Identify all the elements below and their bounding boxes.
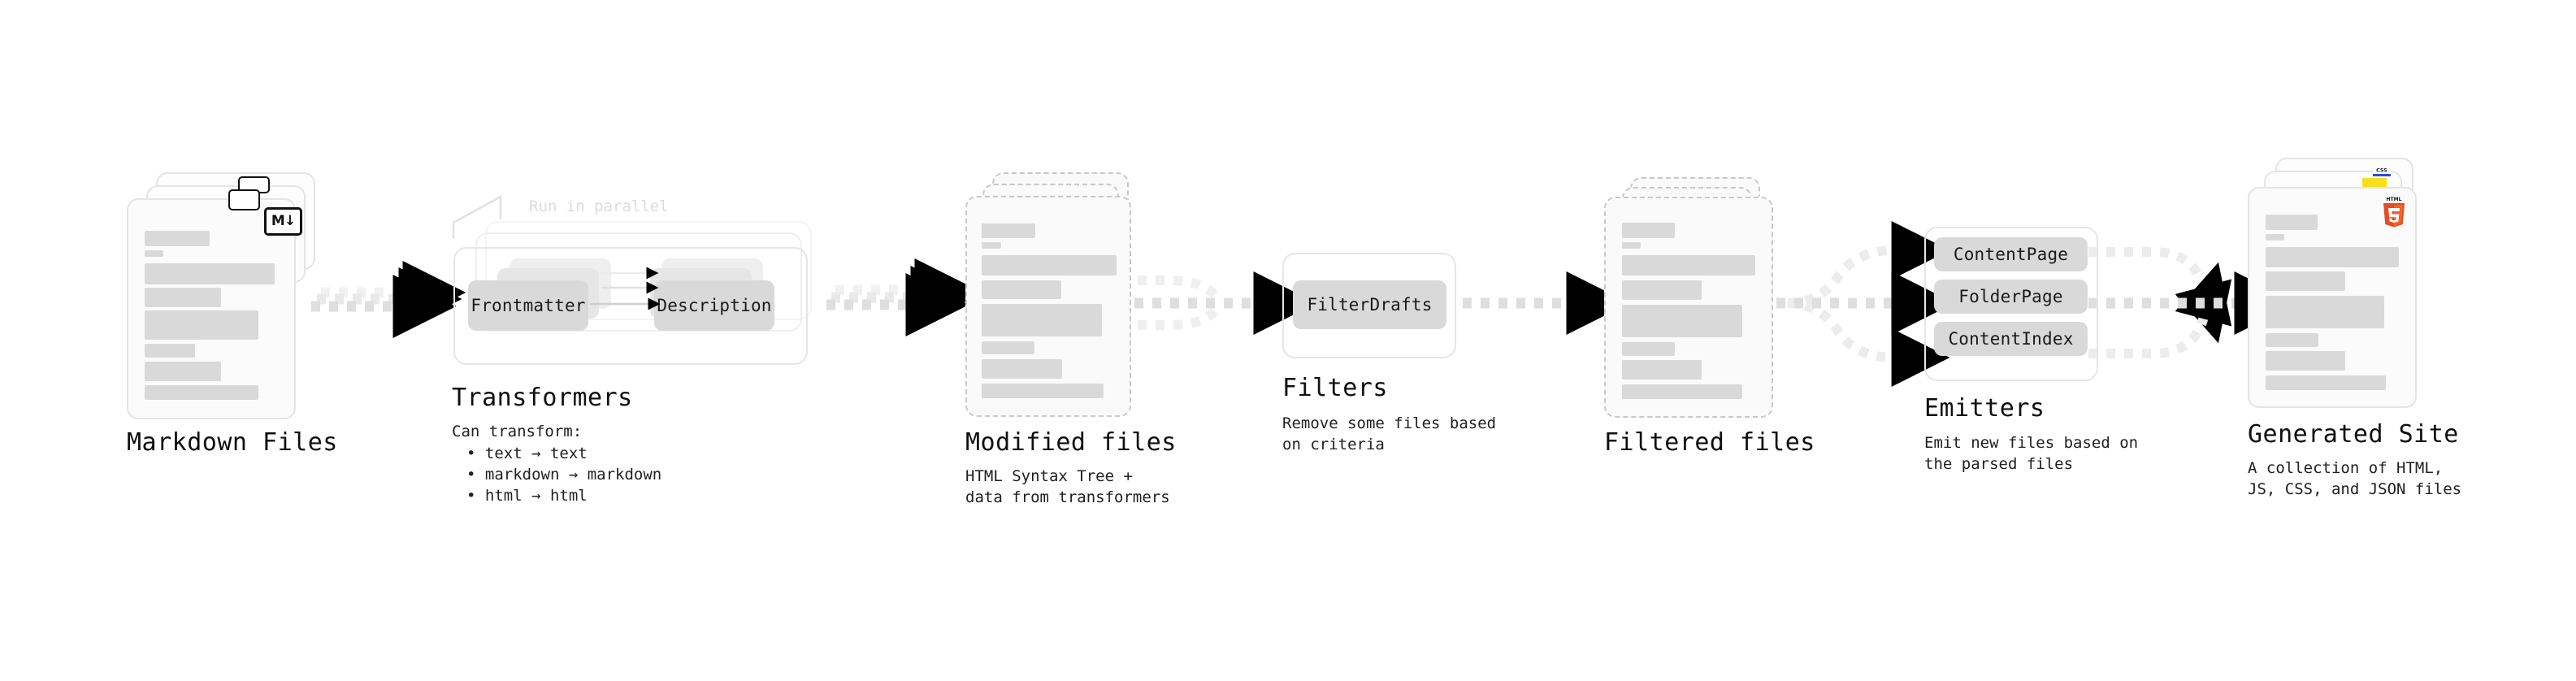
emitters-subtitle: Emit new files based on the parsed files (1924, 434, 2139, 473)
emitter-chip-contentindex[interactable]: ContentIndex (1934, 322, 2088, 356)
transformer-chip-description[interactable]: Description (654, 280, 774, 331)
transformers-bullets: • text → text • markdown → markdown • ht… (466, 443, 661, 506)
card-bar (145, 362, 221, 381)
card-bar (1622, 242, 1641, 249)
connector-transformers-to-modified (826, 258, 978, 336)
bullet-item: • markdown → markdown (466, 466, 662, 484)
stage-title-generated-site: Generated Site (2248, 420, 2459, 449)
card-bar (2266, 296, 2384, 328)
markdown-icon-mid (228, 189, 260, 210)
card-bar (145, 310, 258, 340)
connector-markdown-to-transformers (311, 261, 466, 338)
card-bar (1622, 255, 1755, 275)
run-in-parallel-bracket (452, 194, 502, 239)
card-bar (982, 341, 1034, 354)
bullet-item: • text → text (466, 445, 588, 462)
card-bar (982, 223, 1035, 238)
stage-title-markdown-files: Markdown Files (127, 428, 338, 457)
card-bar (982, 242, 1001, 249)
modified-files-subtitle: HTML Syntax Tree + data from transformer… (965, 467, 1170, 506)
filter-chip-filterdrafts[interactable]: FilterDrafts (1293, 280, 1446, 329)
card-bar (2266, 333, 2318, 347)
card-bar (2266, 247, 2399, 267)
document-card-front (127, 198, 296, 419)
emitter-chip-folderpage[interactable]: FolderPage (1934, 280, 2088, 314)
emitters-group-box (1924, 227, 2098, 381)
card-bar (2266, 215, 2318, 230)
emitter-chip-contentpage[interactable]: ContentPage (1934, 237, 2088, 271)
card-bar (2266, 351, 2345, 371)
stage-title-transformers: Transformers (452, 384, 633, 412)
run-in-parallel-note: Run in parallel (529, 197, 669, 215)
card-bar (145, 263, 275, 284)
card-bar (982, 384, 1104, 398)
card-bar (982, 304, 1102, 336)
transformer-internal-arrows (590, 267, 661, 310)
card-bar (1622, 280, 1702, 300)
card-bar (1622, 305, 1742, 337)
stage-title-filters: Filters (1282, 374, 1388, 402)
card-bar (145, 288, 221, 307)
transformer-chip-frontmatter[interactable]: Frontmatter (468, 280, 588, 331)
svg-text:CSS: CSS (2376, 167, 2387, 174)
card-bar (2266, 234, 2284, 241)
document-card-front (2248, 187, 2417, 408)
card-bar (1622, 342, 1675, 356)
connector-emitters-to-site (2088, 247, 2298, 358)
card-bar (2266, 375, 2386, 390)
css3-icon: CSS (2373, 166, 2391, 176)
generated-site-subtitle: A collection of HTML, JS, CSS, and JSON … (2248, 459, 2462, 498)
stage-title-modified-files: Modified files (965, 428, 1177, 457)
card-bar (145, 344, 195, 358)
document-card-front (1604, 197, 1773, 418)
card-bar (1622, 223, 1675, 238)
html5-icon: HTML (2383, 197, 2405, 228)
transformers-subtitle: Can transform: (452, 423, 583, 440)
bullet-item: • html → html (466, 487, 588, 505)
transformer-group-front (453, 247, 808, 365)
card-bar (145, 231, 210, 246)
html5-icon-label: HTML (2387, 197, 2402, 202)
filters-subtitle: Remove some files based on criteria (1282, 414, 1497, 453)
filters-group-box (1282, 253, 1456, 358)
card-bar (145, 385, 258, 400)
stage-title-filtered-files: Filtered files (1604, 428, 1815, 457)
card-bar (982, 255, 1117, 275)
card-bar (145, 250, 163, 257)
card-bar (2266, 271, 2345, 291)
card-bar (982, 359, 1062, 379)
card-bar (982, 280, 1061, 299)
card-bar (1622, 360, 1702, 380)
connector-modified-to-filters (1134, 271, 1317, 335)
stage-title-emitters: Emitters (1924, 394, 2045, 423)
card-bar (1622, 384, 1742, 399)
markdown-icon: M↓ (264, 207, 302, 236)
connector-filtered-to-emitters (1776, 221, 1955, 387)
transformer-group-back (485, 221, 812, 320)
document-card-front (965, 196, 1131, 417)
